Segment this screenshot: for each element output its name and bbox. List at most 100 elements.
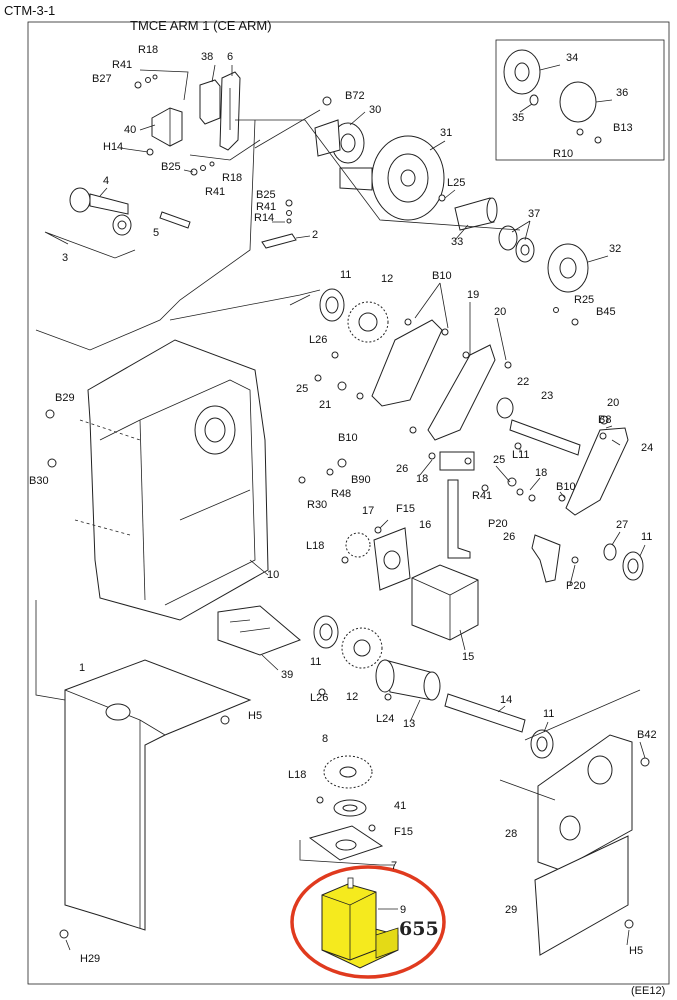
label-20: 20	[494, 306, 506, 318]
label-12: 12	[381, 273, 393, 285]
part-p20	[531, 534, 561, 583]
bearings-27-11	[603, 543, 644, 581]
label-30: 30	[369, 104, 381, 116]
label-35: 35	[512, 112, 524, 124]
label-R41-b: R41	[205, 186, 225, 198]
gear-12-top	[347, 301, 389, 343]
pin-35	[529, 94, 539, 106]
label-R18: R18	[138, 44, 158, 56]
label-R10: R10	[553, 148, 573, 160]
label-15: 15	[462, 651, 474, 663]
label-26: 26	[396, 463, 408, 475]
part-labels: R18 R41 B27 38 6 40 H14 B25 R18 R41 4 5 …	[29, 44, 657, 965]
label-1: 1	[79, 662, 85, 674]
arm-24	[565, 427, 629, 516]
label-11-c: 11	[310, 656, 321, 668]
bearing-11-mid	[313, 615, 339, 649]
label-39: 39	[281, 669, 293, 681]
label-31: 31	[440, 127, 452, 139]
label-37: 37	[528, 208, 540, 220]
bushing-22	[496, 397, 514, 419]
label-17: 17	[362, 505, 374, 517]
label-41: 41	[394, 800, 406, 812]
label-F15-b: F15	[394, 826, 413, 838]
footer-code: (EE12)	[631, 985, 665, 997]
arm-19	[371, 319, 443, 407]
gear-8	[323, 755, 373, 789]
diagram-frame	[27, 21, 670, 985]
label-13: 13	[403, 718, 415, 730]
bearing-11-top	[319, 288, 345, 322]
pulley-31	[339, 135, 445, 221]
part-13	[375, 659, 441, 701]
label-8: 8	[322, 733, 328, 745]
label-B10-c: B10	[556, 481, 576, 493]
label-L24: L24	[376, 713, 394, 725]
bearing-11-low	[530, 729, 554, 759]
bracket-16	[373, 527, 411, 591]
bracket-40	[151, 107, 183, 147]
label-7: 7	[391, 860, 397, 872]
label-B27: B27	[92, 73, 112, 85]
label-H5: H5	[248, 710, 262, 722]
label-20-b: 20	[607, 397, 619, 409]
label-6: 6	[227, 51, 233, 63]
diagram-title: TMCE ARM 1 (CE ARM)	[130, 18, 272, 33]
label-R30: R30	[307, 499, 327, 511]
label-33: 33	[451, 236, 463, 248]
leader-lines	[65, 64, 646, 951]
label-40: 40	[124, 124, 136, 136]
callout-value: 655	[399, 918, 439, 940]
label-B10: B10	[432, 270, 452, 282]
label-18: 18	[416, 473, 428, 485]
label-26-b: 26	[503, 531, 515, 543]
label-L25: L25	[447, 177, 465, 189]
bearings-37	[498, 225, 535, 263]
label-12-b: 12	[346, 691, 358, 703]
label-28: 28	[505, 828, 517, 840]
label-H29: H29	[80, 953, 100, 965]
motor-15	[411, 564, 479, 641]
label-B72: B72	[345, 90, 365, 102]
label-32: 32	[609, 243, 621, 255]
label-22: 22	[517, 376, 529, 388]
label-11-b: 11	[641, 531, 652, 543]
washer-41	[333, 799, 367, 817]
pin-5	[159, 211, 191, 229]
label-B30: B30	[29, 475, 49, 487]
gear-12-mid	[341, 627, 383, 669]
plate-6	[219, 71, 241, 151]
label-R14: R14	[254, 212, 274, 224]
plate-29	[534, 835, 629, 956]
label-B25-b: B25	[256, 189, 276, 201]
label-B8: B8	[598, 414, 611, 426]
label-L18-b: L18	[288, 769, 306, 781]
flange-32	[547, 243, 589, 293]
part-30	[314, 119, 365, 164]
label-R41-c: R41	[256, 201, 276, 213]
label-B25: B25	[161, 161, 181, 173]
highlight-ring	[290, 865, 446, 979]
label-19: 19	[467, 289, 479, 301]
main-frame-10	[74, 339, 269, 621]
part-36	[559, 81, 597, 123]
label-F15: F15	[396, 503, 415, 515]
label-2: 2	[312, 229, 318, 241]
label-25-b: 25	[493, 454, 505, 466]
cover-1	[64, 659, 252, 931]
label-B13: B13	[613, 122, 633, 134]
label-25: 25	[296, 383, 308, 395]
bracket-7	[308, 825, 384, 861]
shaft-33	[454, 197, 498, 231]
label-14: 14	[500, 694, 512, 706]
bracket-2	[261, 233, 297, 249]
label-5: 5	[153, 227, 159, 239]
label-11-d: 11	[543, 708, 554, 720]
sheet-39	[217, 605, 301, 656]
label-23: 23	[541, 390, 553, 402]
label-38: 38	[201, 51, 213, 63]
label-24: 24	[641, 442, 653, 454]
motor-9	[321, 877, 399, 969]
label-29: 29	[505, 904, 517, 916]
label-R41-d: R41	[472, 490, 492, 502]
